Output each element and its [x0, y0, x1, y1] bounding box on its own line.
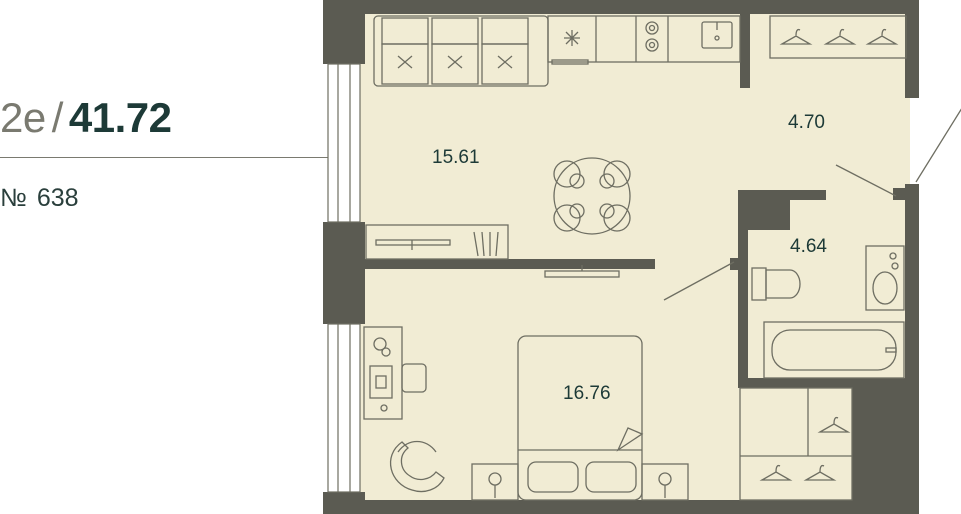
room-area-hallway: 4.70 [788, 112, 825, 133]
layout-code: 2e [0, 94, 46, 141]
room-area-living: 15.61 [432, 147, 480, 168]
furniture [363, 15, 961, 501]
windows [327, 63, 361, 493]
room-area-bathroom: 4.64 [790, 236, 827, 257]
number-value: 638 [36, 184, 79, 212]
room-area-bedroom: 16.76 [563, 383, 611, 404]
apartment-type-label: 2e/41.72 [0, 94, 172, 142]
separator: / [51, 94, 64, 141]
walls [323, 0, 919, 514]
number-symbol: № [0, 184, 27, 212]
total-area: 41.72 [68, 94, 172, 141]
floor-area [342, 14, 910, 500]
leader-line [0, 157, 402, 158]
apartment-number: № 638 [0, 184, 89, 213]
